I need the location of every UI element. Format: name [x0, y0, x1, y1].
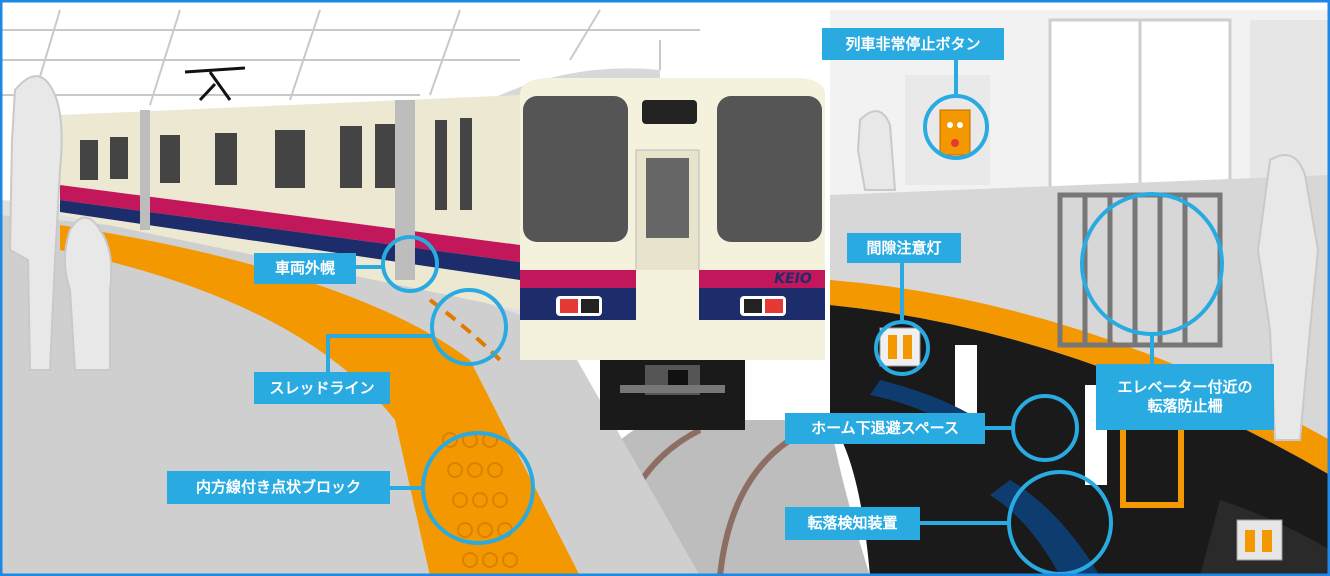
station-ceiling [0, 9, 700, 111]
label-refuge-space: ホーム下退避スペース [785, 413, 985, 444]
label-elevator-fence: エレベーター付近の 転落防止柵 [1096, 364, 1274, 430]
leader-lines [326, 60, 1154, 525]
train-front [520, 78, 825, 430]
pantograph [184, 66, 246, 102]
label-gap-light: 間隙注意灯 [847, 233, 961, 263]
tactile-dots [442, 432, 518, 568]
label-elevator-fence-line1: エレベーター付近の [1117, 378, 1253, 397]
emergency-stop-button [939, 109, 971, 156]
people-silhouettes [8, 75, 1320, 441]
label-elevator-fence-line2: 転落防止柵 [1147, 397, 1223, 415]
label-fall-detector: 転落検知装置 [785, 507, 920, 540]
gap-warning-light [879, 327, 921, 367]
lower-gap-light [1236, 519, 1283, 561]
train-logo: KEIO [774, 271, 812, 287]
label-bellows: 車両外幌 [254, 253, 356, 284]
ring-thread-line [430, 288, 508, 366]
fall-detection-plate [990, 480, 1100, 576]
far-platform-edge-line [830, 280, 1330, 475]
label-thread-line: スレッドライン [254, 372, 390, 404]
train-side-cars [60, 95, 520, 310]
label-emergency-stop: 列車非常停止ボタン [822, 28, 1004, 60]
ring-bellows [381, 235, 439, 293]
tactile-paving-strip [60, 225, 580, 576]
label-tactile-block: 内方線付き点状ブロック [167, 471, 390, 504]
